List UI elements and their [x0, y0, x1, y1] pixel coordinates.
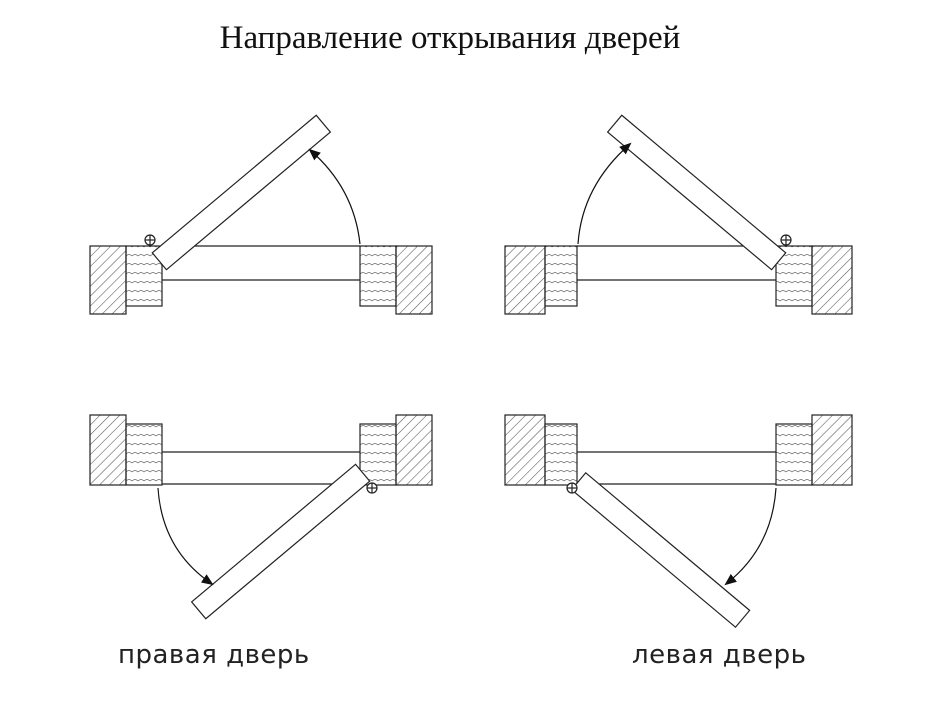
diagram-title: Направление открывания дверей — [219, 20, 681, 56]
wall-left — [504, 245, 546, 315]
frame-left — [125, 423, 163, 486]
wall-right — [395, 414, 433, 486]
diagram-top-right — [504, 114, 853, 315]
frame-left — [544, 245, 578, 307]
wall-right — [811, 414, 853, 486]
hinge-icon — [566, 482, 578, 494]
diagram-bottom-right — [504, 414, 853, 629]
hinge-icon — [144, 234, 156, 246]
wall-left — [89, 414, 127, 486]
diagram-top-left — [89, 114, 433, 315]
swing-arrow — [157, 487, 214, 586]
wall-left — [89, 245, 127, 315]
wall-right — [395, 245, 433, 315]
wall-right — [811, 245, 853, 315]
diagram-bottom-left — [89, 414, 433, 620]
frame-right — [359, 423, 397, 486]
hinge-icon — [366, 482, 378, 494]
swing-arrow — [724, 487, 777, 586]
frame-right — [359, 245, 397, 307]
left-door-label: левая дверь — [632, 640, 807, 670]
hinge-icon — [780, 234, 792, 246]
door-leaf — [190, 463, 371, 620]
swing-arrow — [577, 142, 632, 245]
frame-right — [775, 423, 813, 486]
right-door-label: правая дверь — [118, 640, 310, 670]
swing-arrow — [308, 148, 361, 245]
wall-left — [504, 414, 546, 486]
door-leaf — [151, 114, 332, 271]
door-leaf — [570, 471, 751, 629]
door-leaf — [606, 114, 787, 271]
frame-left — [544, 423, 578, 486]
